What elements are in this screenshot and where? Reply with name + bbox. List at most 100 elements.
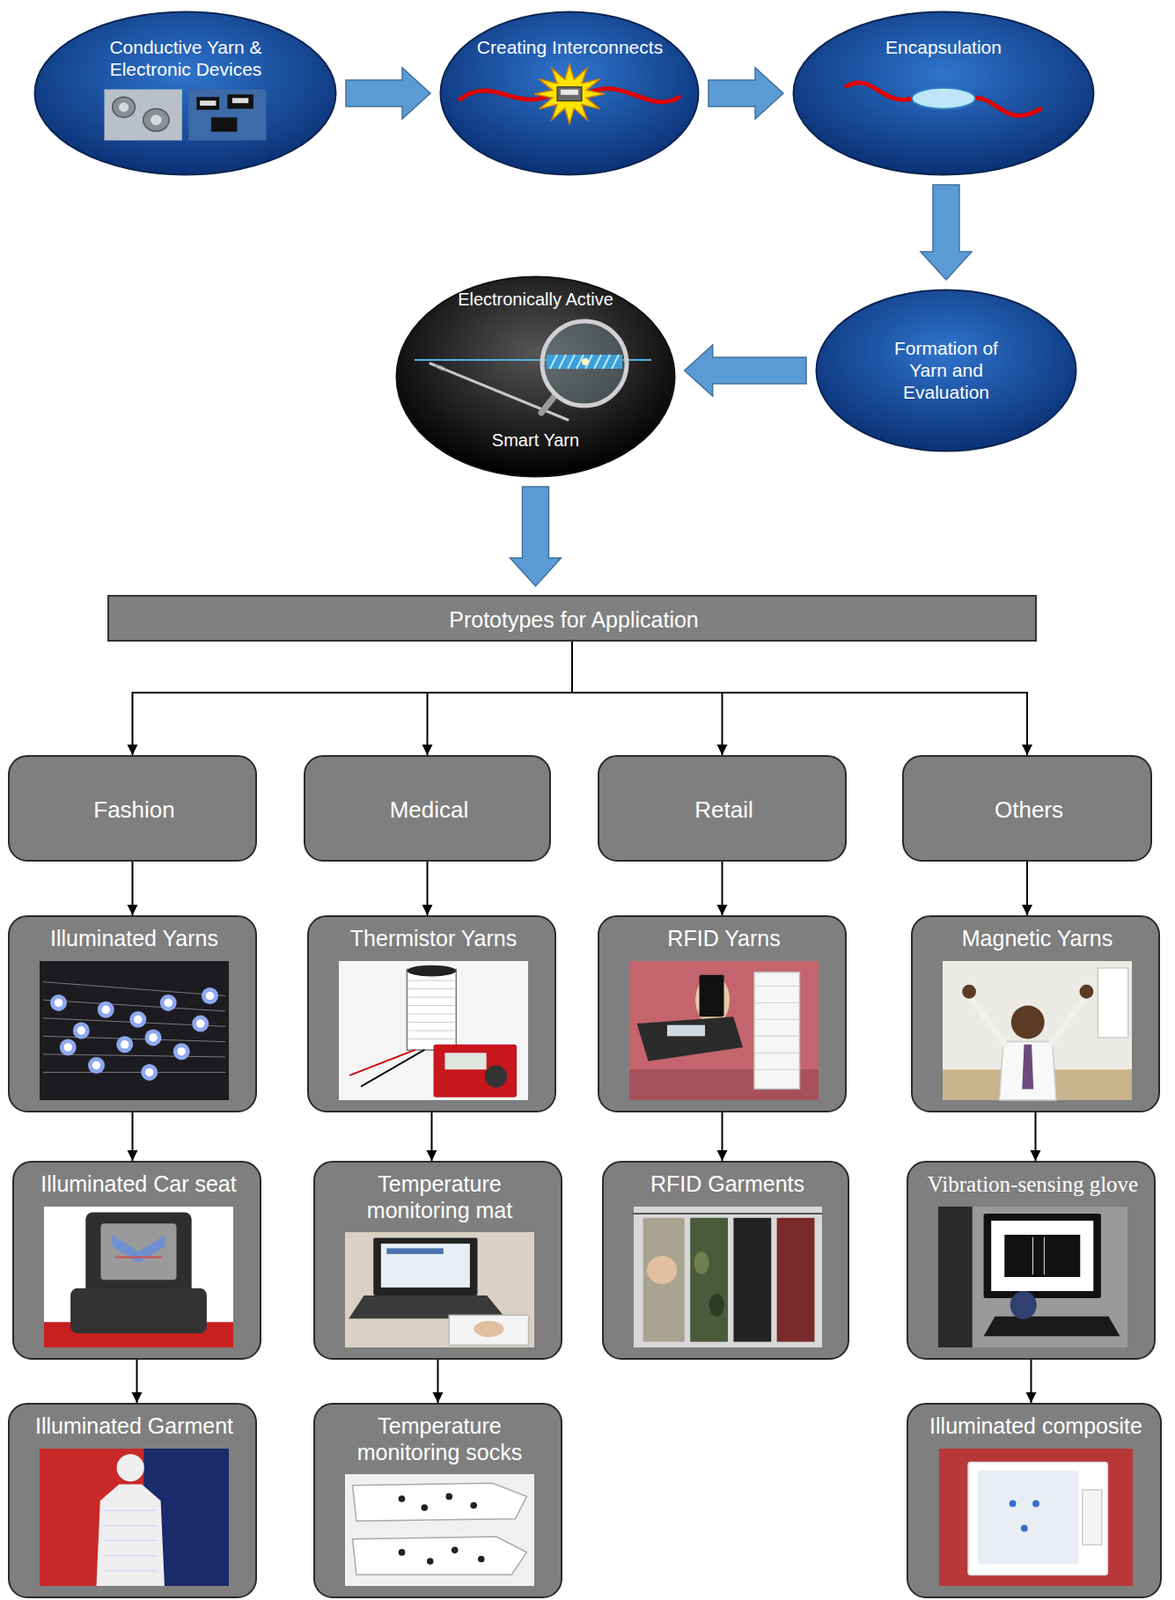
connector [1030, 1112, 1042, 1161]
photo-part [150, 115, 162, 126]
yarn-twist [550, 354, 558, 369]
arrowhead [717, 744, 728, 756]
block-arrow [345, 67, 431, 119]
photo-part [96, 1484, 165, 1587]
photo-part [398, 1549, 406, 1557]
photo-part [103, 1510, 157, 1512]
arrowhead [422, 904, 434, 916]
prototype-box: Magnetic Yarns [910, 915, 1161, 1113]
photo-part [112, 96, 136, 118]
photo-part [709, 1293, 725, 1317]
arrowhead [717, 1150, 728, 1161]
photo-part [205, 991, 214, 1000]
arrowhead [127, 744, 139, 756]
node-label: Retail [609, 796, 838, 824]
photo-part [103, 1570, 157, 1572]
process-ellipse: Conductive Yarn & Electronic Devices [33, 10, 338, 177]
node-label: Temperature monitoring mat [332, 1171, 547, 1224]
arrowhead [127, 904, 139, 916]
photo-part [733, 1218, 772, 1343]
connector [1021, 861, 1033, 916]
connector [572, 641, 1033, 756]
photo-part [118, 102, 129, 112]
photo-part [227, 94, 253, 109]
node-label: Electronically Active [437, 289, 634, 311]
photo-part [120, 1040, 129, 1049]
node-label: Medical [315, 796, 543, 824]
photo-part [1009, 1500, 1017, 1508]
node-label: Illuminated composite [925, 1413, 1146, 1440]
photo-part [188, 89, 266, 141]
photo-part [73, 1022, 90, 1040]
photo-part [754, 1035, 801, 1037]
photo-part [173, 1042, 191, 1060]
yarn-twist [611, 354, 619, 369]
photo-part [350, 1050, 415, 1075]
arrowhead [1026, 1392, 1037, 1403]
arrowhead [426, 1150, 438, 1161]
component [557, 87, 582, 102]
photo-part [433, 1044, 518, 1098]
photo-part [754, 1019, 801, 1021]
node-label: RFID Yarns [616, 925, 831, 953]
photo-part [117, 1454, 145, 1482]
category-box: Others [902, 755, 1153, 862]
ellipse-outline [440, 12, 699, 176]
photo-part [352, 1483, 528, 1521]
photo-part [962, 984, 977, 999]
node-label: Others [914, 796, 1144, 824]
yarn-twist [558, 354, 566, 369]
connector [422, 641, 573, 756]
photo-part [699, 975, 725, 1017]
photo-part [111, 1234, 165, 1264]
photo-part [445, 1493, 453, 1501]
category-box: Medical [303, 755, 551, 862]
node-label: Temperature monitoring socks [332, 1413, 547, 1466]
photo-part [381, 1243, 470, 1288]
photo-part [196, 1019, 205, 1028]
photo-part [102, 1006, 111, 1014]
photo-part [145, 1028, 162, 1046]
connector-line [572, 641, 723, 756]
photo-part [54, 998, 63, 1007]
node-label: Illuminated Car seat [31, 1171, 246, 1198]
node-label: Illuminated Garment [27, 1413, 242, 1440]
photo-part [104, 89, 183, 141]
connector [132, 1359, 143, 1403]
arrowhead [127, 1150, 139, 1161]
photo-part [103, 1540, 157, 1542]
node-art [792, 10, 1095, 177]
photo-part [426, 1557, 434, 1565]
photo-part [754, 972, 801, 1090]
photo-part [754, 1002, 801, 1004]
photo-part [409, 1038, 456, 1040]
photo-part [409, 1021, 456, 1023]
magnifier-handle [541, 395, 556, 413]
photo-part [968, 1462, 1108, 1576]
photo-part [643, 1218, 685, 1343]
photo-part [409, 988, 456, 990]
photo-part [345, 1474, 535, 1587]
connector [422, 861, 434, 916]
photo-part [999, 1042, 1058, 1101]
component [560, 89, 579, 96]
photo-part [406, 965, 456, 977]
prototype-box: Temperature monitoring mat [313, 1160, 563, 1360]
photo-part [352, 1536, 528, 1575]
connector [920, 184, 972, 280]
connector [510, 486, 562, 587]
photo-part [1010, 1291, 1037, 1320]
photo-part [148, 1033, 157, 1042]
node-label: Encapsulation [834, 36, 1053, 59]
photo-part [693, 1251, 709, 1275]
connector [127, 1112, 139, 1161]
prototype-box: Illuminated Car seat [12, 1160, 262, 1360]
photo-part [386, 1248, 444, 1255]
photo-part [88, 1057, 105, 1074]
ellipse-outline [35, 12, 337, 176]
connector [717, 1112, 728, 1161]
prototype-box: RFID Yarns [597, 915, 847, 1113]
node-label: Illuminated Yarns [27, 925, 242, 953]
node-label: Smart Yarn [437, 430, 634, 452]
photo-part [984, 1316, 1121, 1337]
